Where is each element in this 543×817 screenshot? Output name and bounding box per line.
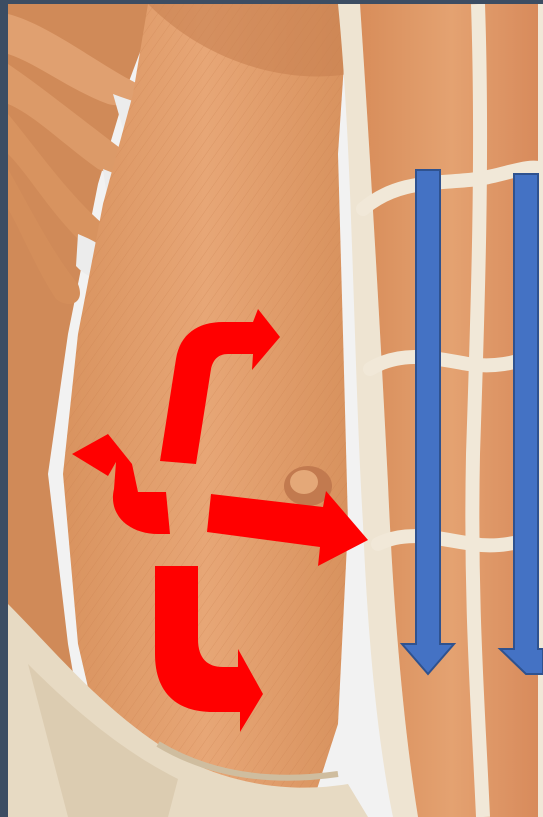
linea-alba	[472, 4, 483, 817]
navel-inner	[290, 470, 318, 494]
anatomy-photo	[8, 4, 543, 817]
anatomy-illustration	[8, 4, 543, 817]
